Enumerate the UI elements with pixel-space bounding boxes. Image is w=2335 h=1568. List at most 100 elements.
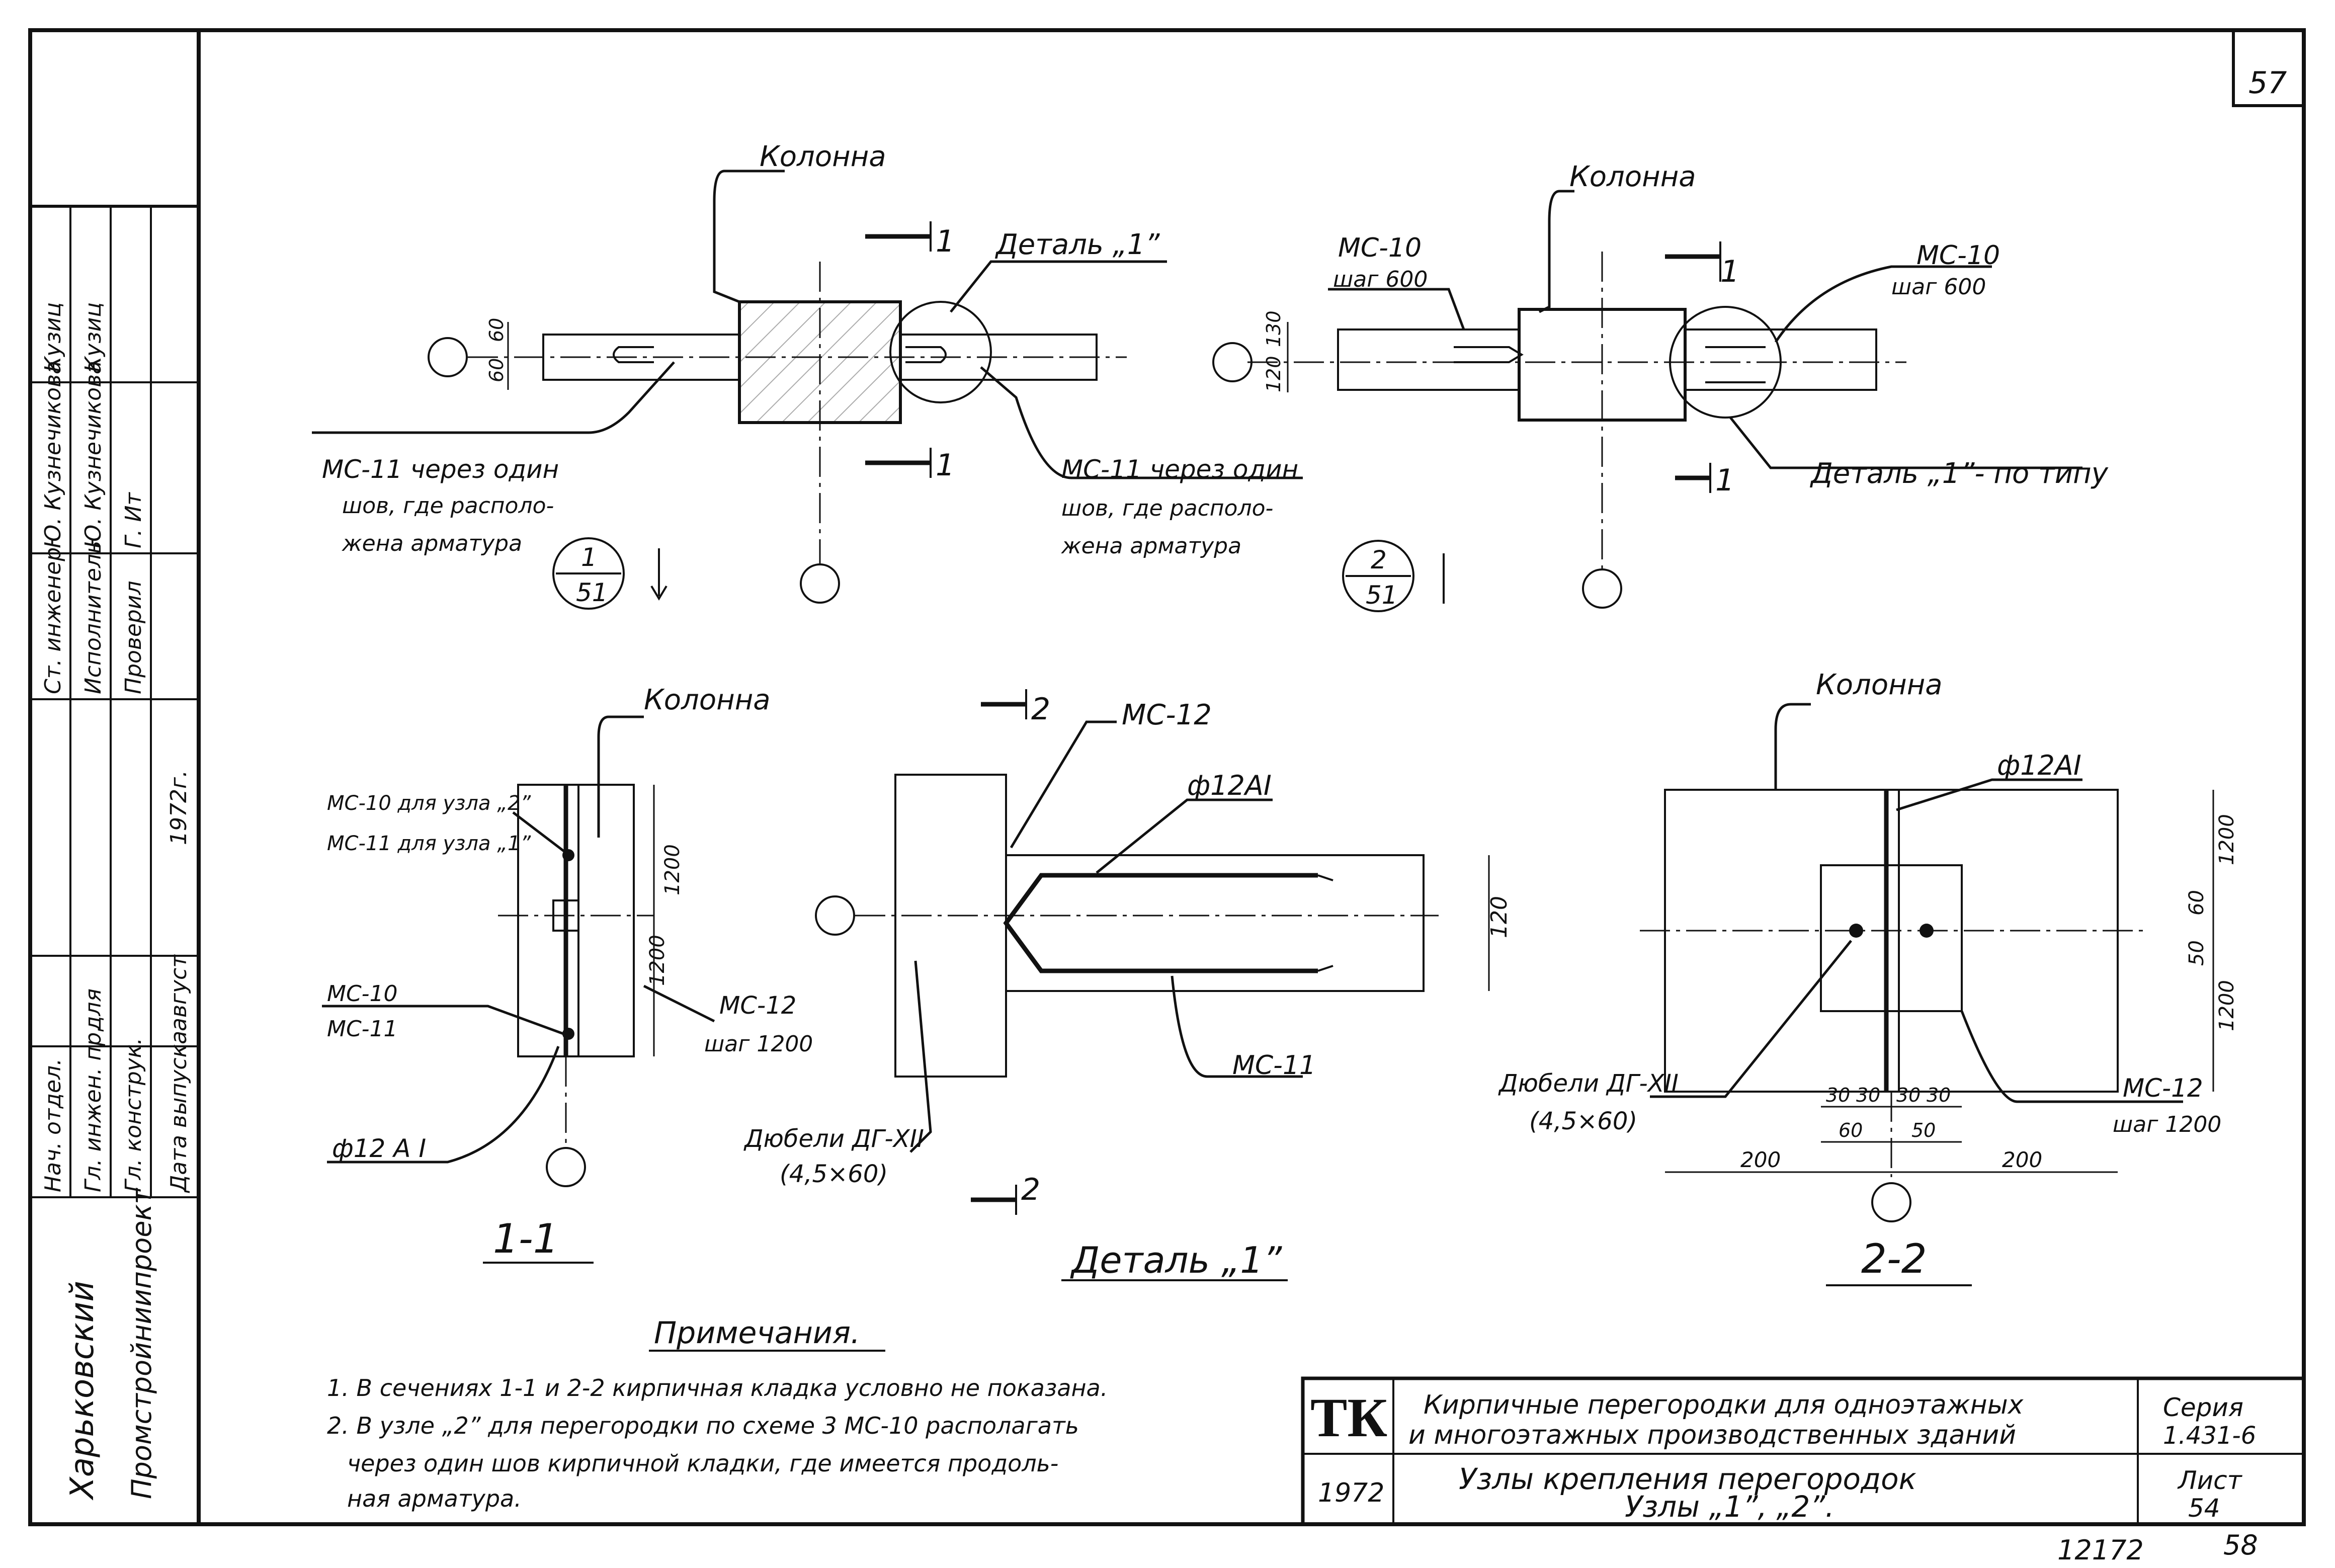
s22-column-label: Колонна (1816, 669, 1943, 701)
notes-heading: Примечания. (654, 1315, 860, 1351)
notes-line-4: ная арматура. (347, 1485, 522, 1512)
node-2-plan: 120 130 1 1 Колонна МС-10 шаг 600 МС-10 … (1212, 160, 2109, 612)
s22-dim-1200a: 1200 (2215, 814, 2238, 865)
stamp-name-1: Ю. Кузнечикова (40, 361, 66, 548)
stamp-sig2-2: Кузиц (80, 302, 106, 372)
s11-left-ms10: МС-10 (327, 981, 398, 1007)
d1-ms12: МС-12 (1122, 699, 1212, 731)
node2-section-mark (1342, 540, 1414, 612)
stamp-org-1: Харьковский (64, 1281, 101, 1501)
node1-cut-bottom: 1 (936, 448, 955, 483)
node1-column-label: Колонна (760, 140, 886, 173)
tb-sheet-label: Лист (2177, 1466, 2243, 1495)
stamp-post-2: Исполнитель (80, 541, 106, 694)
node2-cut-bottom: 1 (1715, 463, 1734, 498)
node2-right-ms-2: шаг 600 (1891, 274, 1986, 300)
notes-line-2: 2. В узле „2” для перегородки по схеме 3… (327, 1412, 1079, 1439)
stamp-sig-4: август (166, 954, 192, 1031)
d1-cut-bottom: 2 (1021, 1172, 1040, 1207)
stamp-name-3: Г. Ит (121, 492, 146, 548)
tb-title-1: Кирпичные перегородки для одноэтажных (1424, 1390, 2024, 1420)
section-2-2: Колонна ф12АI 1200 60 50 1200 Дюбели ДГ-… (1498, 669, 2238, 1286)
axis-bubble-11 (546, 1147, 586, 1187)
tb-logo: ТК (1310, 1387, 1387, 1448)
stamp-org-2: Промстройниипроект (126, 1188, 157, 1499)
node2-detail-label: Деталь „1”- по типу (1809, 457, 2109, 490)
stamp-role-1: Нач. отдел. (40, 1058, 66, 1192)
node1-dim-bottom: 60 (485, 358, 508, 382)
s22-dim-60: 60 (2185, 890, 2208, 916)
node1-right-note-2: шов, где располо- (1061, 496, 1273, 521)
bottom-code: 12172 (2057, 1534, 2144, 1566)
node2-dim-b: 130 (1263, 310, 1285, 347)
s22-title: 2-2 (1861, 1235, 1927, 1282)
tb-title-2: и многоэтажных производственных зданий (1408, 1420, 2016, 1450)
s22-rebar: ф12АI (1997, 750, 2081, 781)
node2-mark-sheet: 51 (1366, 581, 1398, 610)
page-number: 57 (2248, 65, 2287, 101)
d1-rebar: ф12АI (1187, 770, 1272, 801)
stamp-post-3: Проверил (121, 581, 146, 694)
s11-ms12-1: МС-12 (719, 992, 796, 1020)
left-stamp: Нач. отдел. Гл. инжен. пр. Гл. конструк.… (29, 205, 200, 1526)
tb-sheet-value: 54 (2188, 1494, 2220, 1523)
s22-d30b: 30 (1856, 1084, 1880, 1106)
s22-dim-1200b: 1200 (2215, 980, 2238, 1031)
section-1-1: Колонна МС-10 для узла „2” МС-11 для узл… (322, 684, 813, 1264)
node2-column-label: Колонна (1569, 160, 1696, 193)
node1-left-note-2: шов, где располо- (342, 493, 554, 519)
s22-d50: 50 (1911, 1119, 1936, 1141)
tb-series-label: Серия (2163, 1393, 2243, 1422)
axis-bubble-node2-left (1212, 342, 1253, 382)
stamp-post-1: Ст. инженер (40, 547, 66, 694)
notes-line-3: через один шов кирпичной кладки, где име… (347, 1450, 1058, 1477)
stamp-sig2-1: Кузиц (40, 302, 66, 372)
node1-right-note-3: жена арматура (1061, 533, 1241, 559)
node2-mark-num: 2 (1371, 545, 1387, 574)
s22-d30a: 30 (1826, 1084, 1850, 1106)
s22-dowel-1: Дюбели ДГ-XII (1498, 1069, 1679, 1098)
s22-dim-50: 50 (2185, 940, 2208, 966)
s22-dowel-2: (4,5×60) (1529, 1107, 1637, 1135)
s22-d60: 60 (1839, 1119, 1863, 1141)
axis-bubble-22 (1871, 1182, 1911, 1222)
title-block: ТК 1972 Кирпичные перегородки для одноэт… (1301, 1376, 2306, 1526)
page-number-box (2232, 29, 2305, 107)
s22-ms12-1: МС-12 (2123, 1074, 2203, 1103)
node2-dim-a: 120 (1263, 356, 1285, 392)
s11-left-ms11: МС-11 (327, 1016, 398, 1042)
axis-bubble-node1-left (428, 337, 468, 377)
node1-mark-sheet: 51 (576, 578, 608, 607)
tb-sub-2: Узлы „1”, „2”. (1625, 1490, 1834, 1524)
s22-d200a: 200 (1740, 1147, 1781, 1172)
tb-year: 1972 (1318, 1478, 1384, 1508)
node1-left-note-3: жена арматура (342, 531, 522, 556)
node1-left-note-1: МС-11 через один (322, 455, 559, 484)
s11-column-label: Колонна (644, 684, 771, 716)
s11-dim-2: 1200 (646, 935, 669, 986)
s11-title: 1-1 (493, 1215, 559, 1262)
s22-d30c: 30 (1896, 1084, 1921, 1106)
node1-detail-label: Деталь „1” (994, 228, 1160, 261)
detail-1: 2 2 МС-12 ф12АI 120 МС-11 Дюбели ДГ-XII … (743, 689, 1512, 1281)
stamp-role-2: Гл. инжен. пр. (80, 1025, 106, 1192)
tb-series-value: 1.431-6 (2163, 1422, 2256, 1450)
s11-ms12-2: шаг 1200 (704, 1031, 813, 1057)
node1-mark-num: 1 (581, 543, 597, 572)
stamp-name-2: Ю. Кузнечикова (80, 361, 106, 548)
s22-d30d: 30 (1927, 1084, 1951, 1106)
s11-dim-1: 1200 (661, 844, 684, 895)
d1-dowel-1: Дюбели ДГ-XII (743, 1125, 924, 1153)
stamp-year: 1972г. (166, 770, 192, 845)
node2-left-ms-1: МС-10 (1338, 233, 1422, 263)
node1-right-note-1: МС-11 через один (1061, 455, 1298, 484)
bottom-page: 58 (2223, 1529, 2258, 1561)
node1-section-mark (552, 537, 625, 610)
axis-bubble-node2-bottom (1582, 568, 1622, 609)
stamp-role-3: Гл. конструк. (121, 1038, 146, 1192)
s22-ms12-2: шаг 1200 (2113, 1112, 2221, 1137)
axis-bubble-detail1 (815, 895, 855, 936)
node2-cut-top: 1 (1720, 254, 1739, 289)
s11-rebar: ф12 А I (332, 1134, 426, 1163)
